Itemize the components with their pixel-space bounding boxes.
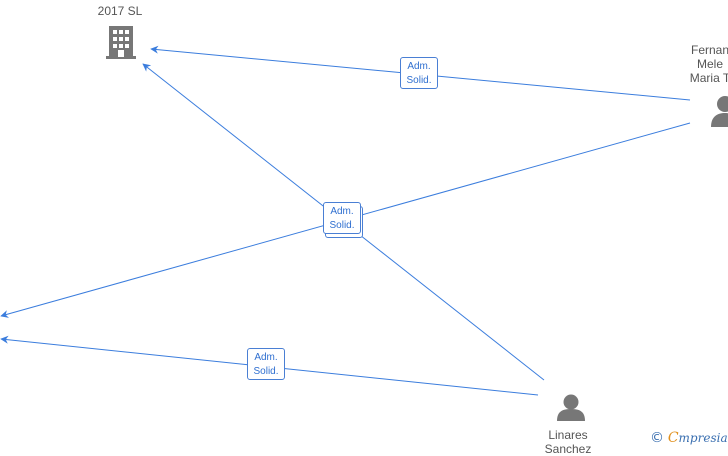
person-bottom-line-1: Linares xyxy=(548,428,588,442)
edge-label-box-2[interactable]: Adm. Solid. xyxy=(323,202,361,234)
company-name: 2017 SL xyxy=(97,4,143,18)
person-top-right-label: Fernan Mele Maria T xyxy=(680,43,728,85)
edge-label-3-line-2: Solid. xyxy=(253,366,279,377)
brand-initial: C xyxy=(667,430,679,446)
person-top-right-line-3: Maria T xyxy=(689,71,728,85)
brand-name: mpresia xyxy=(678,431,728,445)
person-top-right-line-2: Mele xyxy=(696,57,723,71)
edge-label-1-line-1: Adm. xyxy=(407,61,431,72)
edge-label-2-line-1: Adm. xyxy=(330,206,354,217)
copyright-symbol: © xyxy=(650,430,664,446)
person-top-right-line-1: Fernan xyxy=(690,43,728,57)
building-icon[interactable] xyxy=(106,26,136,59)
edge-label-box-3[interactable]: Adm. Solid. xyxy=(247,348,285,380)
person-bottom-label: Linares Sanchez xyxy=(538,428,598,456)
person-icon-bottom[interactable] xyxy=(557,394,585,422)
edge-label-3-line-1: Adm. xyxy=(254,352,278,363)
person-bottom-line-2: Sanchez xyxy=(544,442,592,456)
edge-label-1-line-2: Solid. xyxy=(406,75,432,86)
company-label: 2017 SL xyxy=(90,4,150,18)
edge-label-2-line-2: Solid. xyxy=(329,220,355,231)
empresia-brand: © Cmpresia xyxy=(650,430,728,446)
edge-label-box-1[interactable]: Adm. Solid. xyxy=(400,57,438,89)
person-icon-top-right[interactable] xyxy=(711,96,728,127)
